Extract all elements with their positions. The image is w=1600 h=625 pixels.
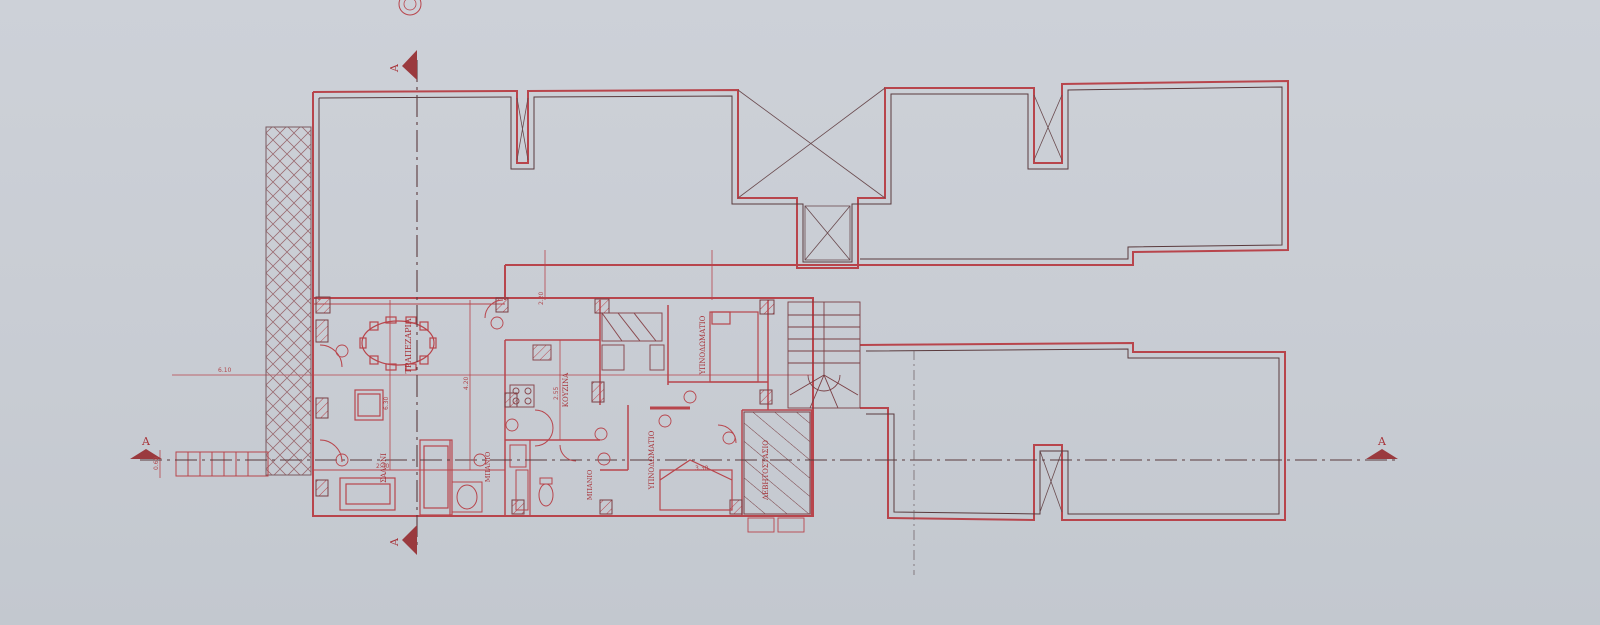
bathroom-fixtures: [451, 444, 554, 513]
north-arrow-icon: [398, 0, 422, 16]
section-label-right: A: [1377, 435, 1387, 448]
section-label-left: A: [141, 435, 151, 448]
section-label-bottom: A: [388, 537, 401, 547]
dim-bedroom-width: 3.30: [695, 465, 709, 472]
room-label-kitchen: ΚΟΥΖΙΝΑ: [562, 372, 570, 407]
room-label-dining: ΤΡΑΠΕΖΑΡΙΑ: [404, 318, 413, 373]
dim-living-depth: 6.30: [383, 396, 390, 410]
dining-table: [359, 316, 437, 371]
section-marker-top-icon: [402, 50, 417, 80]
living-furniture: [339, 389, 453, 516]
room-label-bath-1: ΜΠΑΝΙΟ: [484, 452, 492, 483]
section-markers: [130, 50, 1398, 555]
section-label-top: A: [388, 63, 401, 73]
dim-overall-left: 6.10: [218, 367, 232, 374]
entrance-steps: [159, 450, 269, 478]
staircase: [787, 301, 861, 409]
section-marker-bottom-icon: [402, 525, 417, 555]
dimension-lines: [389, 250, 713, 470]
dim-kitchen-depth: 2.55: [553, 386, 560, 400]
columns: [315, 296, 775, 515]
shaft-crosses: [516, 87, 1063, 261]
kitchen-cabinets: [509, 312, 665, 408]
dim-step-height: 0.60: [153, 456, 160, 470]
section-lines: [140, 60, 1395, 550]
section-marker-left-icon: [130, 449, 162, 459]
boiler-room-hatch: [743, 411, 811, 515]
balcony: [265, 126, 312, 476]
dim-dining-span: 4.20: [463, 376, 470, 390]
room-label-bedroom-2: ΥΠΝΟΔΩΜΑΤΙΟ: [648, 430, 656, 490]
room-label-bath-2: ΜΠΑΝΙΟ: [586, 470, 594, 501]
lower-right-outline: [859, 341, 1286, 522]
dim-living-width: 2.40: [376, 463, 390, 470]
section-marker-right-icon: [1366, 449, 1398, 459]
dim-corridor-width: 2.20: [538, 291, 545, 305]
upper-outline: [312, 79, 1289, 300]
door-tags: [335, 316, 805, 533]
beds: [659, 311, 759, 511]
room-label-living: ΣΑΛΟΝΙ: [380, 453, 388, 483]
room-label-bedroom-1: ΥΠΝΟΔΩΜΑΤΙΟ: [699, 315, 707, 375]
door-swings: [319, 299, 737, 463]
room-label-boiler: ΛΕΒΗΤΟΣΤΑΣΙΟ: [762, 440, 770, 501]
